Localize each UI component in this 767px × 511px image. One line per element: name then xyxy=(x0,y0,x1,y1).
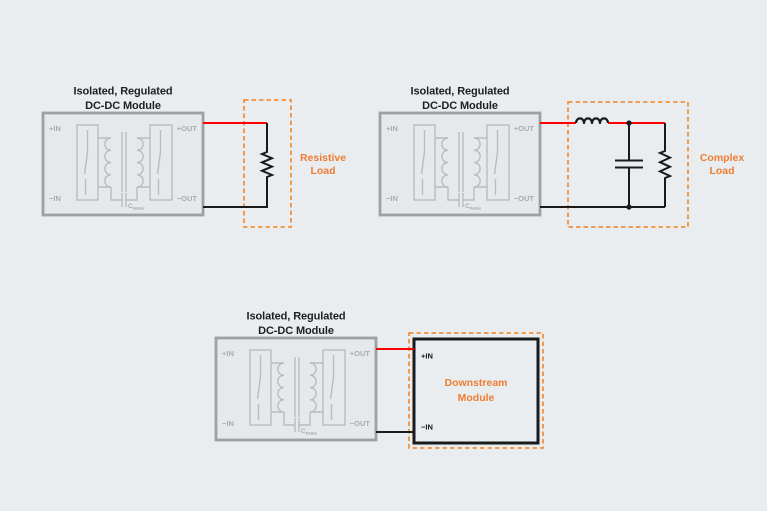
pin-label-neg-in: −IN xyxy=(222,419,234,428)
resistive-load-label-line2: Load xyxy=(310,165,335,177)
cap-para-label: CPARA xyxy=(128,203,144,211)
pin-label-pos-in: +IN xyxy=(222,349,234,358)
module-title-line1: Isolated, Regulated xyxy=(74,86,173,98)
module-title-line2: DC-DC Module xyxy=(258,325,334,337)
pin-label-neg-out: −OUT xyxy=(514,194,535,203)
downstream-pin-neg-in: −IN xyxy=(421,423,433,432)
load-boundary-dashed-box xyxy=(567,101,689,228)
module-title-line1: Isolated, Regulated xyxy=(411,86,510,98)
module-title-line2: DC-DC Module xyxy=(85,100,161,112)
resistor-icon-and-return-wire xyxy=(203,123,275,208)
downstream-pin-pos-in: +IN xyxy=(421,352,433,361)
pin-label-neg-in: −IN xyxy=(386,194,398,203)
pin-label-neg-in: −IN xyxy=(49,194,61,203)
pin-label-pos-in: +IN xyxy=(386,124,398,133)
load-boundary-dashed-box xyxy=(243,99,292,228)
pin-label-pos-out: +OUT xyxy=(514,124,535,133)
complex-load-label-line1: Complex xyxy=(700,152,745,164)
cap-para-label: CPARA xyxy=(301,428,317,436)
pin-label-pos-in: +IN xyxy=(49,124,61,133)
resistor-icon-and-return-wire xyxy=(540,123,673,208)
junction-dot-bottom xyxy=(626,204,632,210)
load-boundary-dashed-box xyxy=(408,332,544,449)
pin-label-pos-out: +OUT xyxy=(177,124,198,133)
downstream-module-box xyxy=(412,337,540,445)
downstream-label-line1: Downstream xyxy=(444,377,507,389)
module-title-line2: DC-DC Module xyxy=(422,100,498,112)
circuit-complex-load: Isolated, Regulated DC-DC Module +IN −IN… xyxy=(378,86,745,228)
inductor-icon xyxy=(574,117,610,125)
cap-para-label: CPARA xyxy=(465,203,481,211)
circuit-resistive-load: Isolated, Regulated DC-DC Module +IN −IN… xyxy=(41,86,346,228)
downstream-label-line2: Module xyxy=(458,392,495,404)
module-title-line1: Isolated, Regulated xyxy=(247,311,346,323)
pin-label-neg-out: −OUT xyxy=(350,419,371,428)
resistive-load-label-line1: Resistive xyxy=(300,152,346,164)
junction-dot-top xyxy=(626,120,632,126)
pin-label-neg-out: −OUT xyxy=(177,194,198,203)
complex-load-label-line2: Load xyxy=(709,165,734,177)
capacitor-icon xyxy=(615,123,643,207)
pin-label-pos-out: +OUT xyxy=(350,349,371,358)
circuit-downstream-module: Isolated, Regulated DC-DC Module +IN −IN… xyxy=(214,311,544,449)
